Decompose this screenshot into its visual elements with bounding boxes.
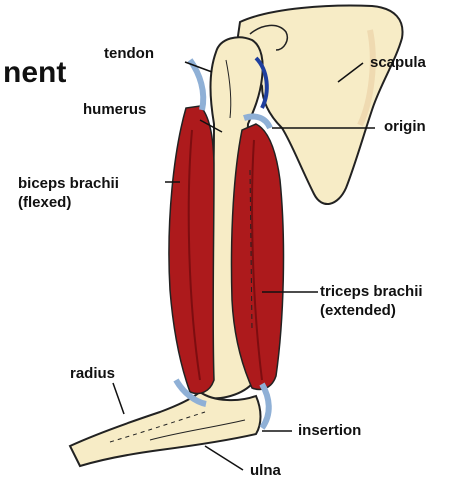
label-triceps-line2: (extended) [320,302,396,319]
label-origin: origin [384,118,426,135]
label-biceps-line1: biceps brachii [18,175,119,192]
leader-ulna [205,446,243,470]
leader-radius [113,383,124,414]
label-triceps-line1: triceps brachii [320,283,423,300]
title-fragment: nent [3,56,66,90]
label-insertion: insertion [298,422,361,439]
tendon-insertion [262,384,269,428]
label-scapula: scapula [370,54,426,71]
label-tendon: tendon [104,45,154,62]
triceps-muscle [231,124,283,390]
label-biceps-line2: (flexed) [18,194,71,211]
label-ulna: ulna [250,462,281,479]
label-radius: radius [70,365,115,382]
label-humerus: humerus [83,101,146,118]
forearm-bones [70,392,261,466]
